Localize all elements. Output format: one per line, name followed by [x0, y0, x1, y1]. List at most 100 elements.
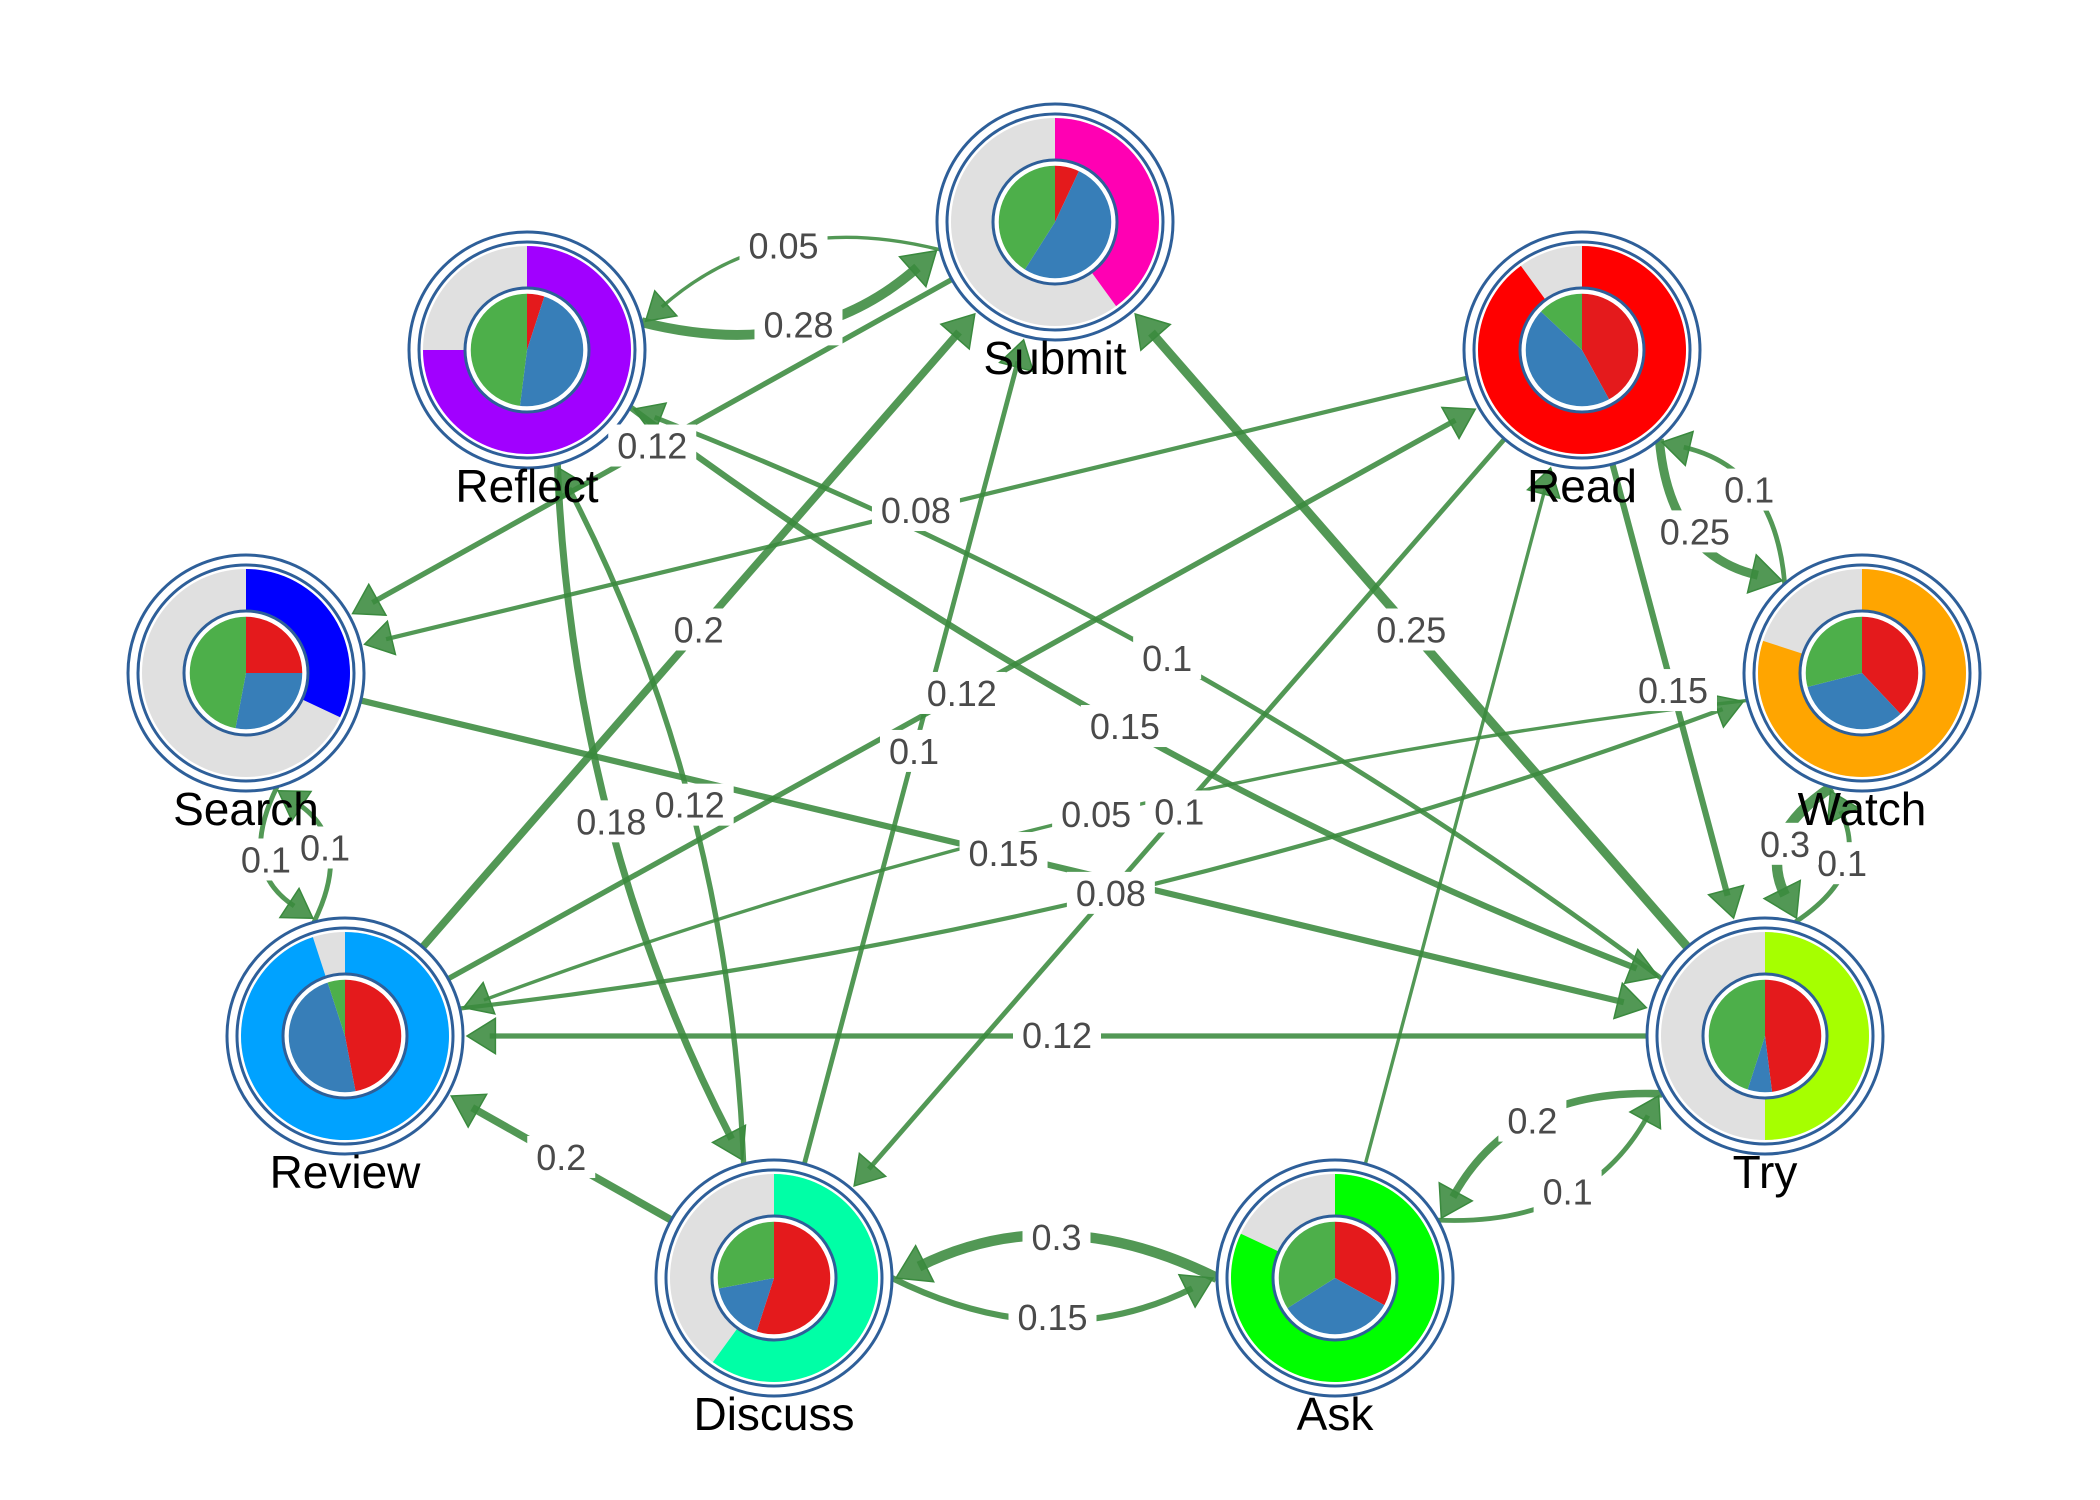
- arrowhead-icon: [278, 886, 315, 920]
- edge-label-background: [1013, 1014, 1101, 1056]
- node-search[interactable]: [126, 553, 366, 793]
- ring-fill: [1230, 1174, 1439, 1383]
- edge-label: 0.1: [1145, 790, 1214, 833]
- edge-weight-label: 0.12: [655, 785, 725, 826]
- node-label: Discuss: [693, 1388, 854, 1440]
- edge-label-background: [879, 729, 948, 772]
- edge-label: 0.08: [1066, 871, 1155, 914]
- arrowhead-icon: [363, 619, 397, 656]
- pie-outline: [287, 978, 403, 1094]
- edge-weight-label: 0.28: [763, 304, 833, 345]
- arrowhead-icon: [894, 1244, 935, 1283]
- edge-label: 0.1: [879, 729, 948, 772]
- pie-slice: [235, 673, 303, 730]
- node-discuss[interactable]: [654, 1158, 894, 1398]
- edge-label: 0.1: [291, 826, 360, 869]
- arrowhead-icon: [1746, 553, 1784, 595]
- edge-label: 0.18: [567, 800, 656, 843]
- arrowhead-icon: [276, 789, 313, 823]
- node-submit[interactable]: [935, 102, 1175, 342]
- node-label: Read: [1527, 460, 1637, 512]
- edge-weight-label: 0.2: [536, 1137, 586, 1178]
- pie-outline: [1804, 615, 1920, 731]
- edge-label-background: [1367, 608, 1456, 651]
- arrowhead-icon: [1612, 981, 1648, 1020]
- edge-label: 0.12: [917, 671, 1006, 714]
- pie-slice: [1765, 979, 1823, 1093]
- arrowhead-icon: [1134, 312, 1172, 352]
- arrowhead-icon: [998, 338, 1035, 373]
- nodes-layer: [126, 102, 1982, 1398]
- pie-slice: [246, 616, 303, 673]
- pie-slice: [1024, 170, 1113, 280]
- edge-weight-label: 0.2: [674, 610, 724, 651]
- pie-slice: [519, 295, 585, 407]
- edge-weight-label: 0.25: [1660, 511, 1730, 552]
- node-reflect[interactable]: [407, 230, 647, 470]
- pie-slice: [345, 979, 403, 1092]
- pie-slice: [527, 293, 545, 350]
- edge-label: 0.1: [1808, 842, 1877, 885]
- edge-label-background: [567, 800, 656, 843]
- arrowhead-icon: [939, 312, 976, 351]
- edge-label: 0.3: [1022, 1216, 1091, 1258]
- pie-slice: [1055, 165, 1080, 222]
- node-label: Reflect: [455, 460, 598, 512]
- ring-fill: [1478, 246, 1686, 455]
- pie-slice: [1806, 673, 1902, 731]
- edge-label-background: [1008, 1296, 1097, 1338]
- arrowhead-icon: [1177, 1273, 1215, 1309]
- edge-weight-label: 0.18: [576, 801, 646, 842]
- node-review[interactable]: [225, 916, 465, 1156]
- edge-label-background: [1133, 636, 1202, 679]
- arrowhead-icon: [351, 582, 388, 617]
- pie-outline: [1277, 1220, 1393, 1336]
- edge-line: [1363, 488, 1547, 1165]
- edge-label-background: [1145, 790, 1214, 833]
- pie-slice: [756, 1221, 832, 1335]
- node-read[interactable]: [1462, 230, 1702, 470]
- arrowhead-icon: [1707, 884, 1745, 920]
- arrowhead-icon: [1660, 430, 1695, 467]
- pie-slice: [469, 293, 527, 407]
- ring-fill: [1758, 569, 1966, 778]
- edge-label: 0.28: [754, 303, 843, 346]
- pie-slice: [188, 616, 246, 729]
- edge-label-background: [1080, 705, 1169, 748]
- arrowhead-icon: [1762, 879, 1802, 920]
- ring-fill: [241, 932, 450, 1141]
- edge-label: 0.12: [1013, 1014, 1101, 1056]
- node-watch[interactable]: [1742, 553, 1982, 793]
- pie-slice: [717, 1221, 774, 1289]
- node-try[interactable]: [1645, 916, 1885, 1156]
- edge-labels-layer: 0.280.050.120.20.10.250.080.150.10.120.1…: [231, 224, 1877, 1338]
- ring-fill: [423, 246, 631, 454]
- edge-label: 0.25: [1367, 608, 1456, 651]
- pie-slice: [1582, 293, 1639, 400]
- edge-label-background: [664, 608, 733, 651]
- edge-label-background: [1650, 510, 1739, 553]
- pie-slice: [1525, 310, 1610, 407]
- ring-fill: [246, 569, 350, 718]
- edge-line: [653, 415, 1664, 981]
- pie-outline: [997, 164, 1113, 280]
- edge-label: 0.15: [1008, 1296, 1097, 1338]
- edge-label: 0.2: [1498, 1099, 1567, 1142]
- edge-weight-label: 0.12: [1022, 1015, 1092, 1056]
- node-label: Try: [1733, 1146, 1798, 1198]
- pie-outline: [1707, 978, 1823, 1094]
- edge-weight-label: 0.05: [748, 226, 818, 267]
- pie-slice: [1805, 616, 1862, 688]
- edge-label: 0.12: [608, 424, 697, 467]
- ring-fill: [1765, 932, 1869, 1140]
- edge-weight-label: 0.1: [1154, 791, 1204, 832]
- node-label: Ask: [1297, 1388, 1375, 1440]
- arrowhead-icon: [450, 1093, 488, 1129]
- edge-label-background: [871, 489, 960, 532]
- node-ask[interactable]: [1215, 1158, 1455, 1398]
- pie-slice: [327, 979, 345, 1036]
- edge-label: 0.05: [739, 224, 828, 267]
- edge-weight-label: 0.05: [1061, 794, 1131, 835]
